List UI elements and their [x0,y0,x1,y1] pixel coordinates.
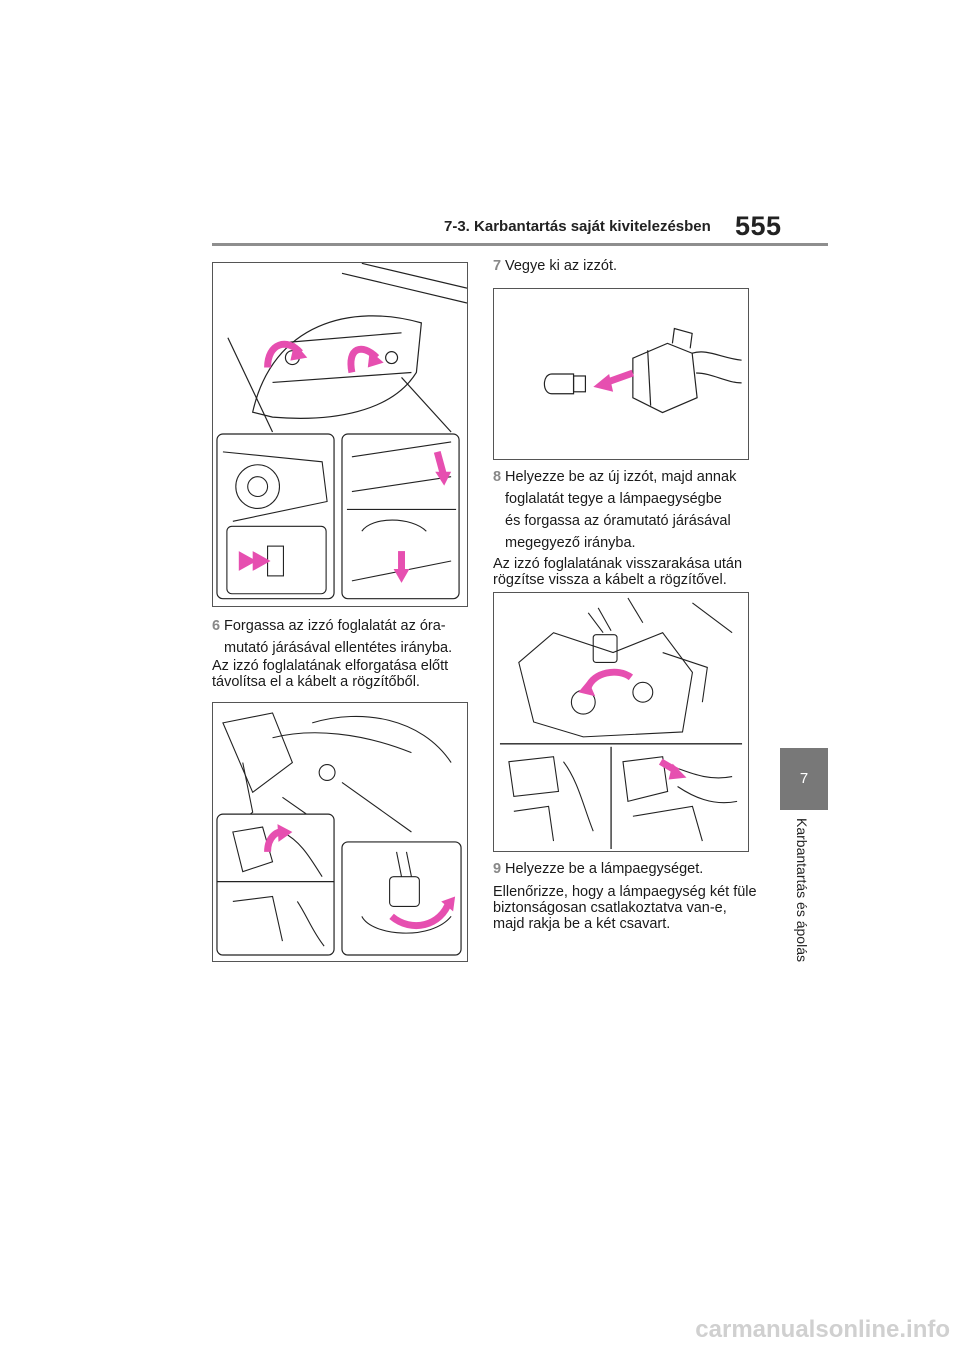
step-7-number: 7 [493,258,502,274]
note-9-line-1: Ellenőrizze, hogy a lámpaegység két füle [493,884,757,900]
note-9-line-2: biztonságosan csatlakoztatva van-e, [493,900,727,916]
chapter-title: Karbantartás és ápolás [794,818,810,962]
ccw-rotate-arrow [389,900,453,929]
cw-rotate-arrow [584,668,634,689]
figure-bulb-removal [493,288,749,460]
note-8-line-2: rögzítse vissza a kábelt a rögzítővel. [493,572,727,588]
figure-lamp-removal [212,262,468,607]
figure-socket-install [493,592,749,852]
step-8-line-4: megegyező irányba. [505,535,636,551]
note-8-line-1: Az izzó foglalatának visszarakása után [493,556,743,572]
chapter-number: 7 [799,770,809,787]
header-divider [212,243,828,246]
note-6-line-1: Az izzó foglalatának elforgatása előtt [212,658,449,674]
push-arrow [238,551,271,571]
note-6-line-2: távolítsa el a kábelt a rögzítőből. [212,674,420,690]
step-6-line-2: mutató járásával ellentétes irányba. [224,640,453,656]
note-8: Az izzó foglalatának visszarakása után r… [493,556,763,588]
section-title: 7-3. Karbantartás saját kivitelezésben [444,218,711,235]
note-9: Ellenőrizze, hogy a lámpaegység két füle… [493,884,763,932]
socket-rotation-illustration [216,712,462,956]
step-6-number: 6 [212,618,221,634]
bulb-removal-illustration [543,327,742,414]
step-8-line-2: foglalatát tegye a lámpaegységbe [505,491,722,507]
step-8-number: 8 [493,469,502,485]
step-7-text: Vegye ki az izzót. [505,258,618,274]
step-8-line-3: és forgassa az óramutató járásával [505,513,731,529]
socket-install-illustration [499,597,743,849]
step-9-number: 9 [493,861,502,877]
note-6: Az izzó foglalatának elforgatása előtt t… [212,658,472,690]
down-arrow-upper [433,450,447,475]
note-9-line-3: majd rakja be a két csavart. [493,916,671,932]
page-number: 555 [735,211,782,241]
step-6-line-1: Forgassa az izzó foglalatát az óra- [224,618,446,634]
lamp-removal-illustration [216,263,467,600]
step-9-text: Helyezze be a lámpaegységet. [505,861,704,877]
step-8-line-1: Helyezze be az új izzót, majd annak [505,469,737,485]
watermark: carmanualsonline.info [695,1316,950,1343]
chapter-tab: 7 [780,748,828,810]
figure-socket-rotation [212,702,468,962]
